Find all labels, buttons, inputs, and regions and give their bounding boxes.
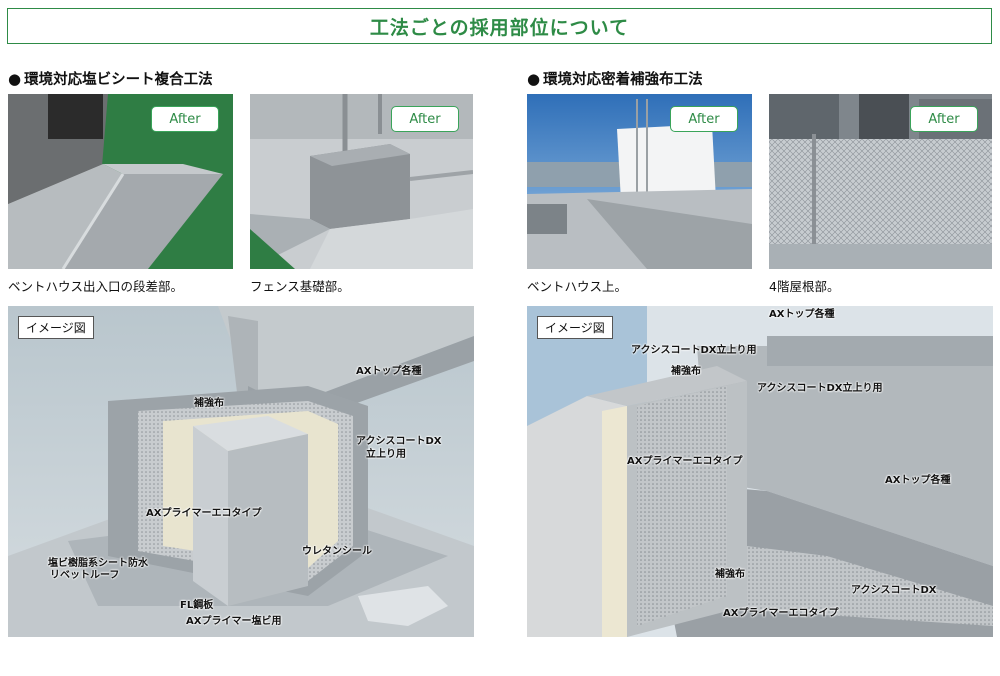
label-axis-coat-up-right: アクシスコートDX立上り用 bbox=[757, 383, 883, 394]
label-urethane: ウレタンシール bbox=[302, 546, 372, 557]
after-badge: After bbox=[910, 106, 978, 132]
label-sheet-line2: リベットルーフ bbox=[50, 570, 120, 581]
page-title-box: 工法ごとの採用部位について bbox=[7, 8, 992, 44]
photo-caption: フェンス基礎部。 bbox=[250, 279, 350, 294]
after-badge: After bbox=[670, 106, 738, 132]
label-hokyo: 補強布 bbox=[194, 398, 224, 409]
diagram-tag: イメージ図 bbox=[537, 316, 613, 339]
diagram-pvc-composite: イメージ図 AXトップ各種 補強布 アクシスコートDX 立上り用 AXプライマー… bbox=[8, 306, 474, 637]
photo-4f-roof: After bbox=[769, 94, 992, 269]
diagram-tag: イメージ図 bbox=[18, 316, 94, 339]
label-axis-coat-dx: アクシスコートDX bbox=[851, 585, 937, 596]
label-primer-pvc: AXプライマー塩ビ用 bbox=[186, 616, 282, 627]
photo-caption: 4階屋根部。 bbox=[769, 279, 840, 294]
label-ax-top-upper: AXトップ各種 bbox=[769, 309, 835, 320]
section-title-right: 環境対応密着補強布工法 bbox=[543, 72, 703, 88]
label-axis-coat-line1: アクシスコートDX bbox=[356, 436, 442, 447]
label-hokyo-lower: 補強布 bbox=[715, 569, 745, 580]
photo-penthouse-entrance: After bbox=[8, 94, 233, 269]
label-sheet-line1: 塩ビ樹脂系シート防水 bbox=[48, 558, 148, 569]
after-badge: After bbox=[391, 106, 459, 132]
photo-penthouse-top: After bbox=[527, 94, 752, 269]
section-title-left: 環境対応塩ビシート複合工法 bbox=[24, 72, 213, 88]
label-axis-coat-line2: 立上り用 bbox=[366, 449, 406, 460]
label-fl-plate: FL鋼板 bbox=[180, 600, 214, 611]
label-primer-eco: AXプライマーエコタイプ bbox=[146, 508, 262, 519]
page-title: 工法ごとの採用部位について bbox=[369, 16, 630, 39]
label-ax-top: AXトップ各種 bbox=[356, 366, 422, 377]
label-primer-eco: AXプライマーエコタイプ bbox=[627, 456, 743, 467]
diagram-adhesive-reinforced: イメージ図 AXトップ各種 アクシスコートDX立上り用 補強布 アクシスコートD… bbox=[527, 306, 993, 637]
label-primer-eco-lower: AXプライマーエコタイプ bbox=[723, 608, 839, 619]
label-ax-top-right: AXトップ各種 bbox=[885, 475, 951, 486]
photo-fence-base: After bbox=[250, 94, 473, 269]
label-hokyo-upper: 補強布 bbox=[671, 366, 701, 377]
section-heading-right: ● 環境対応密着補強布工法 bbox=[527, 68, 703, 89]
label-axis-coat-up-left: アクシスコートDX立上り用 bbox=[631, 345, 757, 356]
photo-caption: ベントハウス上。 bbox=[527, 279, 628, 294]
bullet-right: ● bbox=[527, 69, 541, 88]
section-heading-left: ● 環境対応塩ビシート複合工法 bbox=[8, 68, 213, 89]
photo-caption: ベントハウス出入口の段差部。 bbox=[8, 279, 184, 294]
after-badge: After bbox=[151, 106, 219, 132]
bullet-left: ● bbox=[8, 69, 22, 88]
